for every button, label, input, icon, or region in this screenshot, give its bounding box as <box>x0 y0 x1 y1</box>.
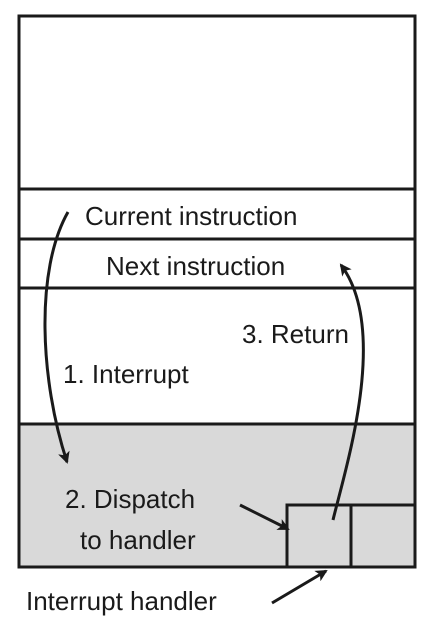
interrupt-step-label: 1. Interrupt <box>63 359 190 389</box>
dispatch-arrow <box>239 503 290 531</box>
dispatch-step-label-line1: 2. Dispatch <box>65 484 195 514</box>
return-step-label: 3. Return <box>242 319 349 349</box>
handler-memory-region <box>19 424 415 567</box>
adjacent-code-box <box>349 503 417 569</box>
memory-outline <box>17 14 417 569</box>
next-instruction-label: Next instruction <box>106 251 285 281</box>
interrupt-handler-label: Interrupt handler <box>26 586 217 616</box>
dispatch-step-label-line2: to handler <box>80 525 196 555</box>
current-instruction-label: Current instruction <box>85 201 297 231</box>
interrupt-arrow <box>43 211 70 464</box>
interrupt-handler-pointer-arrow <box>271 569 328 605</box>
return-arrow <box>331 263 365 521</box>
